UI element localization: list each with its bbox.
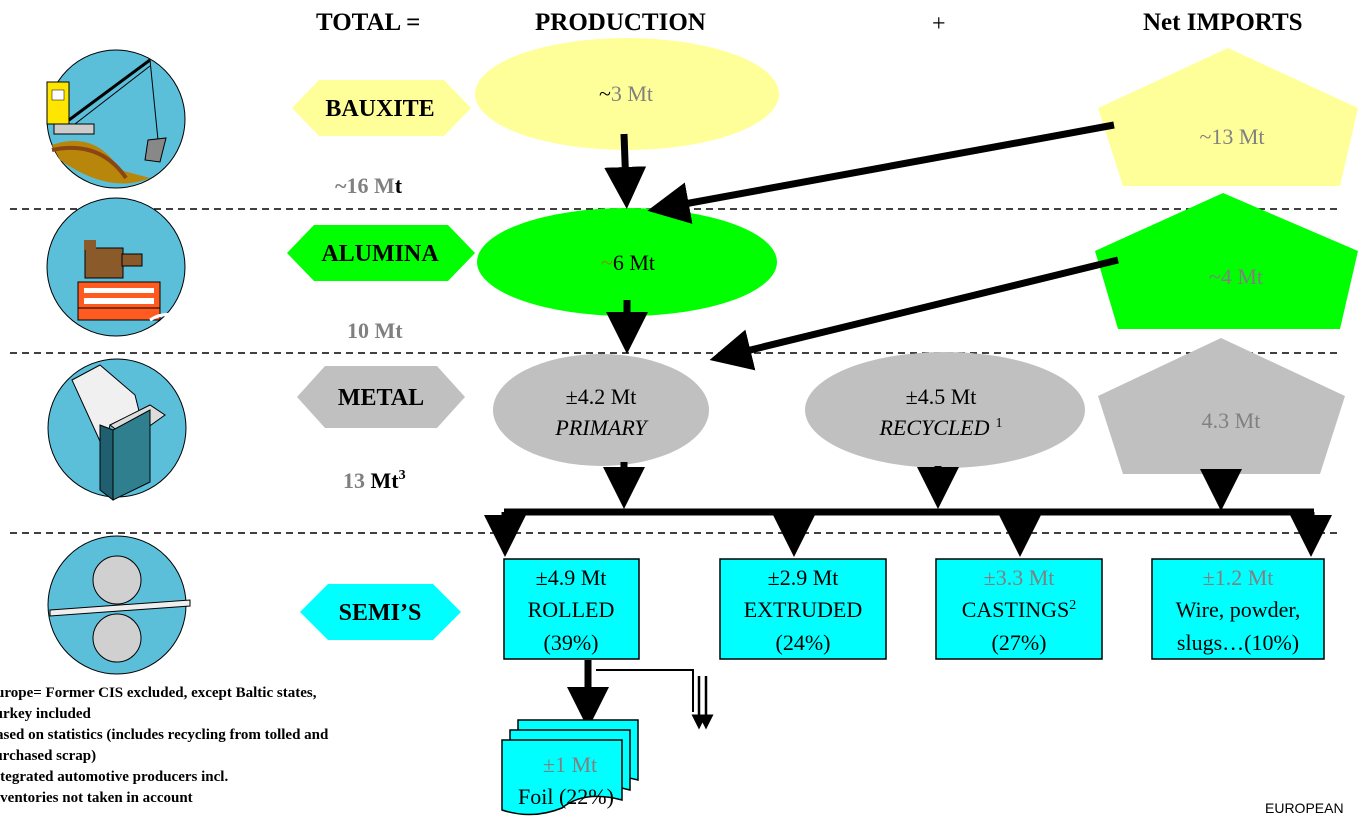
alumina-production-value: 6 Mt [613,250,655,275]
bauxite-production-value: 3 Mt [611,81,653,106]
footnotes: Europe= Former CIS excluded, except Balt… [0,683,486,809]
semi-wire-line1: Wire, powder, [1176,597,1301,622]
metal-primary-value: ±4.2 Mt [566,384,637,409]
bauxite-total: ~16 Mt [335,173,403,198]
footnote-line: Europe= Former CIS excluded, except Balt… [0,685,317,701]
footer-label: EUROPEAN [1265,800,1344,816]
footnote-line: Integrated automotive producers incl. [0,769,229,785]
semi-wire-box: ±1.2 Mt Wire, powder, slugs…(10%) [1151,558,1325,660]
semi-foil-docs: ±1 Mt Foil (22%) [501,719,639,816]
arrow-alumina-import [709,256,1119,371]
arrow-bauxite-import [647,121,1115,224]
header-total: TOTAL = [316,9,420,36]
metal-total-unit: Mt [371,468,400,493]
semi-wire-line2: slugs…(10%) [1177,630,1299,655]
bauxite-imports: ~13 Mt [1098,48,1358,186]
bauxite-label: BAUXITE [292,80,471,136]
alumina-label: ALUMINA [287,225,475,281]
semi-extruded-box: ±2.9 Mt EXTRUDED (24%) [719,558,887,660]
semi-wire-value: ±1.2 Mt [1203,565,1274,590]
metal-total-number: 13 [343,468,371,493]
metal-imports-value: 4.3 Mt [1202,408,1261,433]
alumina-production-tilde: ~ [601,250,613,275]
alumina-production: ~6 Mt [477,208,777,316]
semi-foil-value: ±1 Mt [543,752,597,777]
svg-text:~6 Mt: ~6 Mt [601,250,655,275]
footnote-line: Turkey included [0,706,91,722]
metal-recycled-value: ±4.5 Mt [906,384,977,409]
semi-foil-label: Foil (22%) [518,784,614,809]
alumina-imports: ~4 Mt [1095,193,1358,329]
metal-recycled-sup: 1 [996,416,1003,431]
semi-castings-name: CASTINGS [962,597,1070,622]
alumina-total: 10 Mt [347,318,403,343]
semi-rolled-value: ±4.9 Mt [536,565,607,590]
metal-primary-label: PRIMARY [554,415,649,440]
semi-castings-share: (27%) [992,630,1047,655]
bauxite-production-tilde: ~ [599,81,611,106]
bauxite-production: ~3 Mt [475,38,779,150]
ingot-icon [47,358,187,502]
semi-castings-value: ±3.3 Mt [984,565,1055,590]
semi-rolled-name: ROLLED [528,597,615,622]
semi-extruded-name: EXTRUDED [744,597,863,622]
bauxite-total-value: ~16 M [335,173,395,198]
metal-total: 13 Mt3 [343,468,406,493]
metal-imports: 4.3 Mt [1098,338,1345,474]
semi-rolled-box: ±4.9 Mt ROLLED (39%) [503,558,640,660]
semi-extruded-value: ±2.9 Mt [768,565,839,590]
footnote-line: purchased scrap) [0,748,97,764]
semi-extruded-share: (24%) [776,630,831,655]
metal-recycled-label: RECYCLED [878,415,989,440]
bauxite-label-text: BAUXITE [325,96,434,122]
header-net-imports: Net IMPORTS [1143,9,1303,36]
footnote-line: Based on statistics (includes recycling … [0,727,329,743]
metal-primary: ±4.2 Mt PRIMARY [493,354,709,466]
metal-label: METAL [297,366,465,428]
svg-text:CASTINGS2: CASTINGS2 [962,597,1077,622]
rolled-other-line [596,669,694,712]
header-production: PRODUCTION [535,9,706,36]
footnote-line: Inventories not taken in account [0,790,193,806]
header-plus: + [932,11,946,37]
alumina-imports-value: ~4 Mt [1209,264,1263,289]
flow-arrows [484,121,1332,730]
semi-rolled-share: (39%) [544,630,599,655]
refinery-icon [46,197,186,337]
rolling-mill-icon [47,535,191,675]
arrow-bauxite-down [604,133,647,209]
semis-label-text: SEMI’S [339,600,422,626]
svg-text:~3 Mt: ~3 Mt [599,81,653,106]
metal-label-text: METAL [338,385,424,411]
semi-castings-box: ±3.3 Mt CASTINGS2 (27%) [935,558,1103,660]
semi-castings-sup: 2 [1069,598,1076,613]
metal-total-sup: 3 [399,468,406,483]
semis-label: SEMI’S [300,584,461,640]
bauxite-total-unit: t [395,173,403,198]
alumina-label-text: ALUMINA [321,241,439,267]
crane-icon [46,49,186,189]
metal-recycled: ±4.5 Mt RECYCLED 1 [805,352,1085,468]
bauxite-imports-value: ~13 Mt [1199,124,1264,149]
